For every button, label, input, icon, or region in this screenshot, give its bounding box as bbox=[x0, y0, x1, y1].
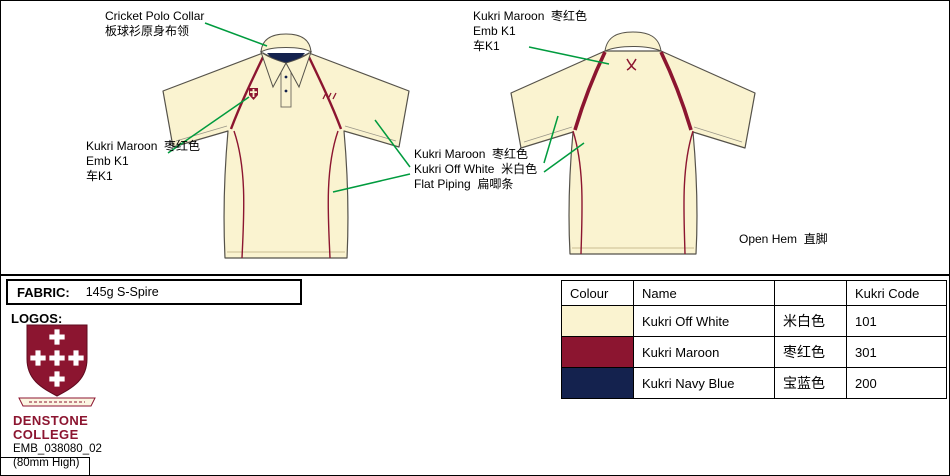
leader-piping-front-upper bbox=[374, 119, 411, 168]
back-raglan-piping-right bbox=[659, 51, 693, 131]
leader-front-emb bbox=[167, 96, 250, 154]
button bbox=[284, 89, 288, 93]
color-row-navy: Kukri Navy Blue 宝蓝色 200 bbox=[561, 367, 947, 399]
annotation-line: Open Hem 直脚 bbox=[739, 232, 828, 246]
annotation-line: Kukri Maroon 枣红色 bbox=[86, 139, 201, 153]
color-code-maroon: 301 bbox=[846, 336, 947, 368]
fabric-value: 145g S-Spire bbox=[85, 285, 159, 299]
front-shirt-drawing bbox=[162, 33, 410, 259]
annotation-line: 车K1 bbox=[86, 169, 113, 183]
color-table-header-row: Colour Name Kukri Code bbox=[561, 280, 947, 306]
color-cn-maroon: 枣红色 bbox=[774, 336, 847, 368]
collar-flap-right bbox=[285, 50, 312, 89]
back-raglan-piping-left bbox=[573, 51, 607, 131]
back-neck-logo-mark bbox=[626, 58, 637, 71]
annotation-line: 板球衫原身布领 bbox=[105, 24, 190, 38]
college-name-line1: DENSTONE bbox=[13, 413, 89, 428]
annotation-leader-lines bbox=[167, 22, 610, 193]
color-table: Colour Name Kukri Code Kukri Off White 米… bbox=[561, 280, 947, 399]
college-crest bbox=[18, 324, 96, 407]
back-collar-band bbox=[604, 31, 662, 52]
back-emb-annotation: Kukri Maroon 枣红色 Emb K1 车K1 bbox=[473, 9, 587, 54]
annotation-line: Kukri Maroon 枣红色 bbox=[414, 147, 529, 161]
fabric-label: FABRIC: bbox=[17, 284, 70, 300]
chest-crest-mark bbox=[249, 88, 258, 100]
leader-back-emb bbox=[528, 46, 610, 65]
button bbox=[284, 75, 288, 79]
corner-box bbox=[1, 457, 90, 475]
front-raglan-piping-right bbox=[306, 54, 343, 130]
col-header-cn bbox=[774, 280, 847, 306]
back-shirt-drawing bbox=[510, 31, 756, 255]
color-row-off-white: Kukri Off White 米白色 101 bbox=[561, 305, 947, 337]
front-side-piping-right bbox=[327, 130, 339, 259]
color-name-navy: Kukri Navy Blue bbox=[633, 367, 775, 399]
swatch-navy bbox=[561, 367, 634, 399]
annotation-line: 车K1 bbox=[473, 39, 500, 53]
back-side-piping-right bbox=[683, 130, 694, 255]
color-row-maroon: Kukri Maroon 枣红色 301 bbox=[561, 336, 947, 368]
color-code-off-white: 101 bbox=[846, 305, 947, 337]
col-header-name: Name bbox=[633, 280, 775, 306]
leader-piping-back-upper bbox=[543, 115, 559, 164]
logos-label: LOGOS: bbox=[11, 311, 63, 326]
color-name-maroon: Kukri Maroon bbox=[633, 336, 775, 368]
front-emb-annotation: Kukri Maroon 枣红色 Emb K1 车K1 bbox=[86, 139, 200, 184]
college-logo: DENSTONE COLLEGE EMB_038080_02 (80mm Hig… bbox=[9, 323, 125, 470]
annotation-line: Cricket Polo Collar bbox=[105, 9, 205, 23]
section-divider bbox=[1, 274, 949, 276]
emb-height: (80mm High) bbox=[13, 457, 80, 469]
leader-collar bbox=[204, 22, 268, 47]
swatch-maroon bbox=[561, 336, 634, 368]
color-name-off-white: Kukri Off White bbox=[633, 305, 775, 337]
color-code-navy: 200 bbox=[846, 367, 947, 399]
garment-diagram bbox=[162, 22, 756, 259]
annotation-line: Kukri Maroon 枣红色 bbox=[473, 9, 588, 23]
annotation-line: Flat Piping 扁唧条 bbox=[414, 177, 514, 191]
open-hem-annotation: Open Hem 直脚 bbox=[739, 232, 828, 247]
color-cn-navy: 宝蓝色 bbox=[774, 367, 847, 399]
college-name-line2: COLLEGE bbox=[13, 427, 79, 442]
annotation-line: Kukri Off White 米白色 bbox=[414, 162, 538, 176]
collar-annotation: Cricket Polo Collar 板球衫原身布领 bbox=[105, 9, 204, 39]
swatch-off-white bbox=[561, 305, 634, 337]
kukri-logo-mark bbox=[322, 92, 337, 100]
leader-piping-front-lower bbox=[332, 173, 411, 193]
front-side-piping-left bbox=[233, 130, 245, 259]
front-raglan-piping-left bbox=[229, 54, 266, 130]
annotation-line: Emb K1 bbox=[473, 24, 516, 38]
back-side-piping-left bbox=[572, 130, 583, 255]
leader-piping-back-lower bbox=[543, 142, 585, 173]
annotation-line: Emb K1 bbox=[86, 154, 129, 168]
col-header-colour: Colour bbox=[561, 280, 634, 306]
collar-band bbox=[260, 33, 312, 53]
col-header-code: Kukri Code bbox=[846, 280, 947, 306]
piping-annotation: Kukri Maroon 枣红色 Kukri Off White 米白色 Fla… bbox=[414, 147, 537, 192]
color-cn-off-white: 米白色 bbox=[774, 305, 847, 337]
emb-code: EMB_038080_02 bbox=[13, 443, 102, 455]
fabric-box: FABRIC: 145g S-Spire bbox=[6, 279, 302, 305]
